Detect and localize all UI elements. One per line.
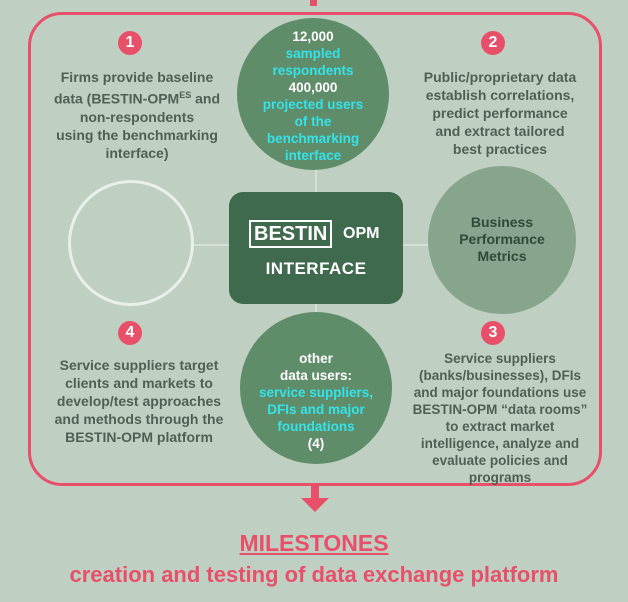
- respondents-count: 12,000: [292, 29, 334, 44]
- step1-line: interface): [105, 144, 169, 161]
- step3-line: evaluate policies and: [432, 453, 568, 468]
- respondents-circle: 12,000 sampled respondents 400,000 proje…: [237, 18, 389, 170]
- respondents-line: respondents: [272, 63, 354, 78]
- step4-line: develop/test approaches: [56, 393, 222, 409]
- step2-line: predict performance: [432, 105, 568, 121]
- data-users-circle: other data users: service suppliers, DFI…: [240, 312, 392, 464]
- step-badge-4: 4: [118, 321, 142, 345]
- top-connector-stub: [310, 0, 317, 6]
- step3-line: (banks/businesses), DFIs: [418, 368, 582, 383]
- step-badge-3: 3: [481, 321, 505, 345]
- step1-text: Firms provide baseline data (BESTIN-OPME…: [30, 68, 244, 162]
- data-users-line: DFIs and major: [267, 402, 365, 417]
- milestones-subtitle: creation and testing of data exchange pl…: [69, 562, 559, 587]
- bestin-opm-interface-box: BESTIN OPM INTERFACE: [229, 192, 403, 304]
- respondents-line: benchmarking: [266, 131, 360, 146]
- step1-line: non-respondents: [79, 108, 195, 125]
- step4-text: Service suppliers target clients and mar…: [32, 356, 246, 446]
- down-arrow-icon: [301, 498, 329, 512]
- step2-line: best practices: [452, 141, 548, 157]
- step3-line: Service suppliers: [444, 351, 556, 366]
- metrics-line: Business: [470, 214, 534, 230]
- opm-label: OPM: [343, 225, 380, 242]
- data-users-line: (4): [307, 436, 325, 451]
- business-metrics-circle: Business Performance Metrics: [428, 166, 576, 314]
- respondents-line: of the: [294, 114, 332, 129]
- step3-line: to extract market: [445, 419, 555, 434]
- step4-line: clients and markets to: [65, 375, 213, 391]
- data-users-line: service suppliers,: [258, 385, 374, 400]
- down-arrow-shaft: [311, 486, 319, 500]
- step3-line: programs: [468, 470, 532, 485]
- step3-line: BESTIN-OPM “data rooms”: [412, 402, 588, 417]
- data-users-line: other: [299, 351, 333, 366]
- data-users-line: foundations: [277, 419, 355, 434]
- step4-line: BESTIN-OPM platform: [65, 429, 213, 445]
- step2-text: Public/proprietary data establish correl…: [400, 68, 600, 158]
- step1-line: data (BESTIN-OPMES and: [53, 90, 221, 107]
- step2-line: and extract tailored: [435, 123, 565, 139]
- step4-line: and methods through the: [54, 411, 224, 427]
- step2-line: establish correlations,: [425, 87, 575, 103]
- bestin-logo: BESTIN: [249, 220, 333, 248]
- step-badge-1: 1: [118, 31, 142, 55]
- step1-line: using the benchmarking: [56, 126, 218, 143]
- step4-line: Service suppliers target: [59, 357, 219, 373]
- metrics-line: Metrics: [477, 248, 527, 264]
- diagram-frame: [28, 12, 602, 486]
- respondents-line: interface: [284, 148, 342, 163]
- milestones-heading: MILESTONES: [239, 530, 389, 556]
- respondents-line: sampled: [285, 46, 341, 61]
- step3-text: Service suppliers (banks/businesses), DF…: [400, 350, 600, 486]
- projected-users-count: 400,000: [288, 80, 338, 95]
- step-badge-2: 2: [481, 31, 505, 55]
- step1-line: Firms provide baseline: [60, 69, 214, 85]
- data-users-line: data users:: [279, 368, 353, 383]
- respondents-line: projected users: [262, 97, 364, 112]
- step3-line: and major foundations use: [413, 385, 587, 400]
- step2-line: Public/proprietary data: [423, 69, 577, 85]
- empty-circle: [68, 180, 194, 306]
- metrics-line: Performance: [459, 231, 545, 247]
- interface-label: INTERFACE: [265, 259, 367, 278]
- step3-line: intelligence, analyze and: [420, 436, 580, 451]
